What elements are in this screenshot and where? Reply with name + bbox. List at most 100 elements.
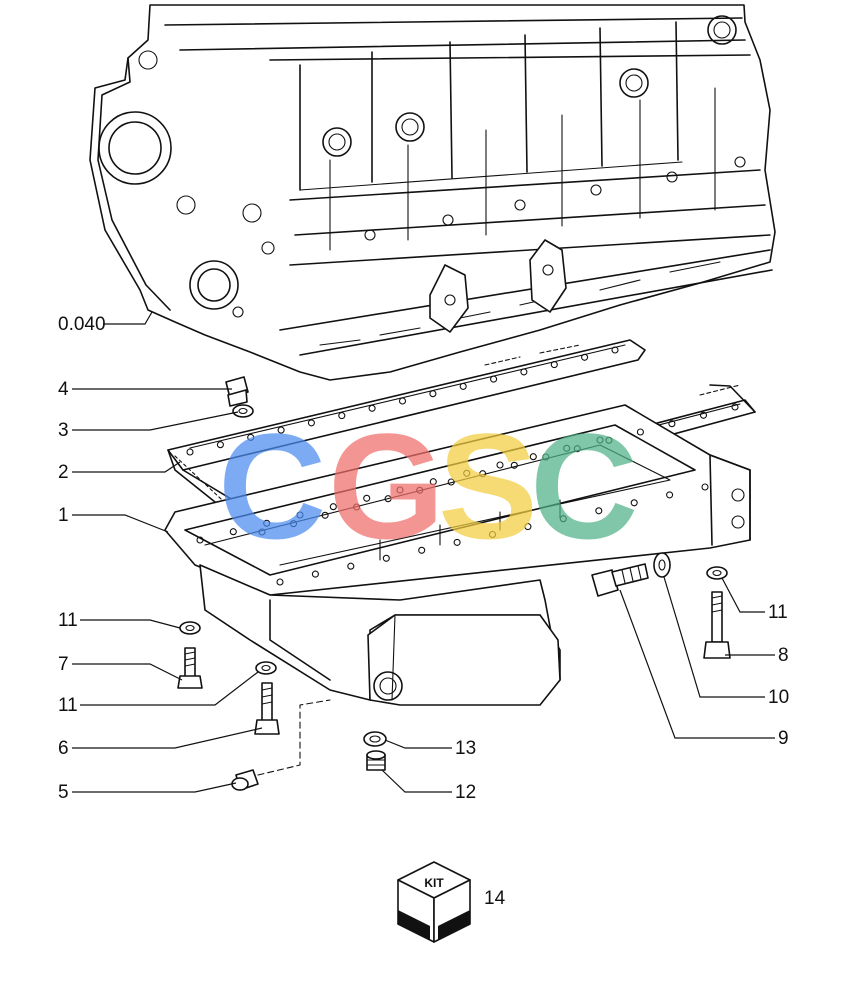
callout-labels: 0.040 4 3 2 1 11 7 11 6 5 11 8 10 9 13 1… [58, 314, 789, 909]
callout-10: 10 [768, 687, 789, 708]
callout-1: 1 [58, 505, 69, 526]
callout-12: 12 [455, 782, 476, 803]
kit-box: KIT [397, 861, 471, 943]
bolt-9 [591, 563, 649, 597]
watermark-letter-g: G [328, 402, 445, 570]
kit-label: KIT [424, 876, 444, 890]
bolt-hole [559, 515, 567, 523]
bolt-hole [229, 528, 237, 536]
callout-0040: 0.040 [58, 314, 106, 335]
bolt-hole [338, 412, 346, 420]
bolt-hole [463, 469, 471, 477]
screw-8 [703, 591, 731, 659]
callout-13: 13 [455, 738, 476, 759]
bolt-hole [429, 390, 437, 398]
bolt-hole [596, 436, 604, 444]
bolt-hole [416, 486, 424, 494]
bolt-hole [368, 404, 376, 412]
washer-11-left [179, 621, 201, 635]
washer-11-middle [255, 661, 277, 675]
bolt-hole [524, 523, 532, 531]
bolt-hole [573, 445, 581, 453]
bolt-hole [396, 486, 404, 494]
bolt-hole [581, 353, 589, 361]
bolt-hole [666, 491, 674, 499]
bolt-hole [418, 546, 426, 554]
engine-block [89, 4, 776, 381]
bolt-hole [668, 420, 676, 428]
callout-9: 9 [778, 728, 789, 749]
bolt-hole [277, 426, 285, 434]
callout-11-middle: 11 [58, 695, 78, 716]
washer-10 [653, 552, 671, 578]
bolt-hole [630, 499, 638, 507]
bolt-hole [289, 520, 298, 528]
screw-7 [177, 647, 203, 689]
bolt-hole [479, 470, 487, 478]
bolt-hole [563, 444, 571, 452]
bolt-hole [196, 536, 204, 544]
bolt-hole [382, 554, 390, 562]
callout-6: 6 [58, 738, 69, 759]
bolt-hole [453, 538, 461, 546]
watermark-letter-c2: C [530, 402, 638, 570]
bolt-hole [247, 433, 255, 441]
flange-bolt-holes [186, 346, 739, 586]
seal-ring-13 [363, 731, 387, 747]
bolt-hole [459, 382, 467, 390]
callout-5: 5 [58, 782, 69, 803]
bolt-hole [488, 530, 497, 539]
cgsc-watermark: C G S C [218, 402, 638, 570]
bolt-hole [529, 453, 537, 461]
bolt-hole [605, 436, 613, 444]
leader-lines [72, 311, 775, 793]
bolt-hole [329, 503, 337, 511]
bolt-hole [699, 411, 708, 419]
bolt-hole [520, 368, 528, 376]
bolt-hole [496, 461, 504, 469]
bolt-hole [542, 453, 550, 461]
drain-axis-line [257, 699, 331, 776]
bolt-hole [731, 403, 739, 411]
callout-2: 2 [58, 462, 69, 483]
bolt-hole [216, 441, 224, 449]
bolt-hole [611, 346, 619, 354]
bolt-hole [296, 511, 304, 519]
bolt-hole [636, 428, 644, 436]
kit-box-pattern-right [438, 910, 470, 940]
washer-3 [232, 404, 254, 418]
oil-pan [164, 404, 751, 706]
bolt-hole [447, 478, 455, 486]
bolt-hole [258, 528, 266, 536]
plug-12 [366, 750, 386, 771]
bolt-hole [347, 562, 355, 570]
bolt-hole [701, 483, 709, 491]
bolt-hole [595, 507, 603, 515]
callout-11-right: 11 [768, 602, 788, 623]
bolt-hole [321, 511, 329, 519]
kit-box-pattern-left [398, 910, 430, 940]
bolt-hole [384, 495, 392, 503]
bolt-hole [490, 375, 498, 383]
watermark-letter-c1: C [218, 402, 326, 570]
callout-4: 4 [58, 379, 69, 400]
callout-7: 7 [58, 654, 69, 675]
bolt-hole [311, 570, 319, 578]
callout-3: 3 [58, 420, 69, 441]
callout-8: 8 [778, 645, 789, 666]
plug-5 [231, 769, 259, 791]
screw-6 [254, 682, 280, 735]
bolt-hole [307, 419, 315, 427]
washer-11-right [706, 566, 728, 580]
callout-14: 14 [484, 888, 506, 909]
bolt-hole [398, 397, 407, 405]
callout-11-left: 11 [58, 610, 78, 631]
bolt-hole [510, 461, 518, 469]
bolt-hole [353, 503, 361, 511]
bolt-hole [429, 478, 437, 486]
bolt-hole [363, 494, 371, 502]
bolt-hole [263, 519, 271, 527]
plug-4 [225, 376, 249, 407]
bolt-hole [550, 361, 558, 369]
